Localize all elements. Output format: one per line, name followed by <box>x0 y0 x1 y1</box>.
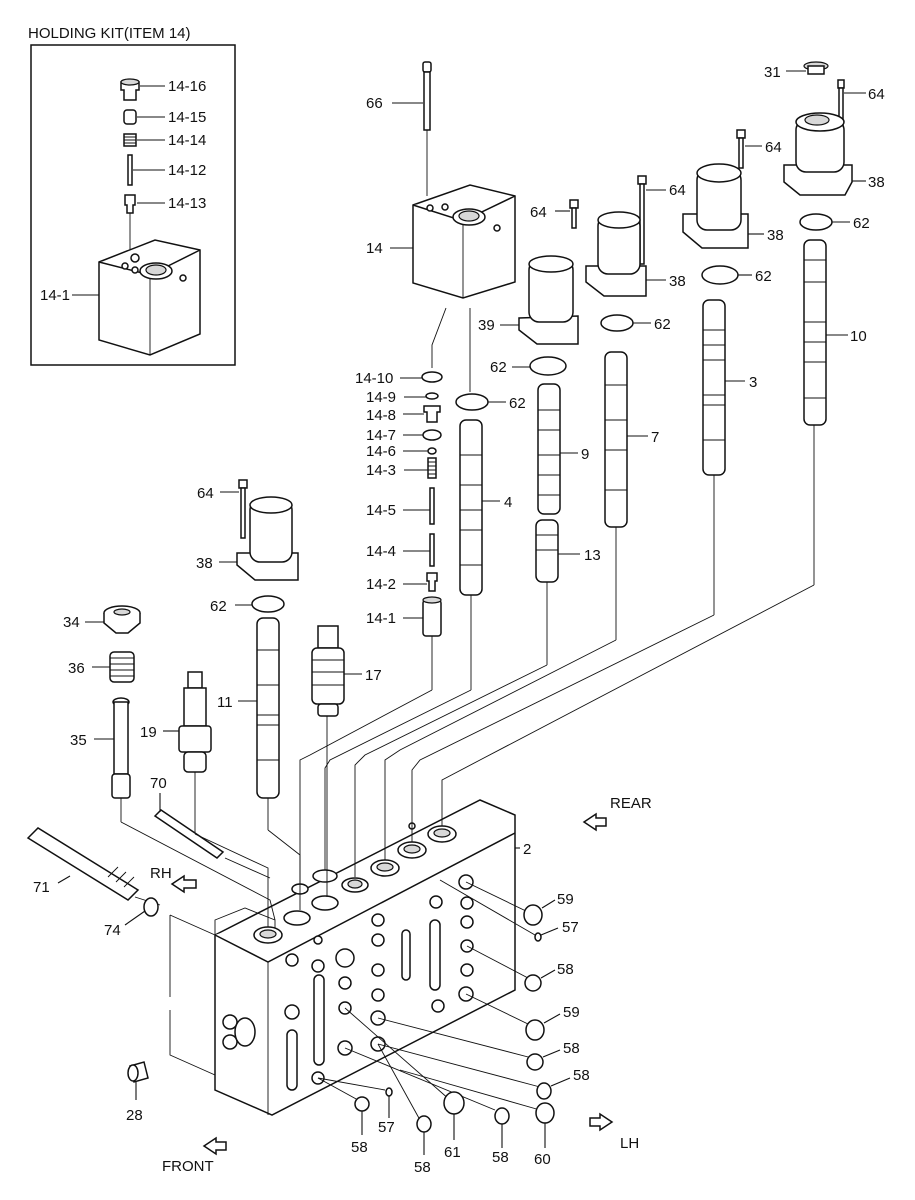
kit-label-14-1: 14-1 <box>40 287 70 304</box>
spool-11 <box>238 617 280 830</box>
callout-14-9: 14-9 <box>366 389 396 406</box>
spool-4 <box>459 419 500 690</box>
callout-19: 19 <box>140 724 157 741</box>
callout-64: 64 <box>868 86 885 103</box>
holding-kit-title: HOLDING KIT(ITEM 14) <box>28 25 191 42</box>
callout-4: 4 <box>504 494 512 511</box>
callout-62: 62 <box>654 316 671 333</box>
callout-60: 60 <box>534 1151 551 1168</box>
solenoid-cap-38-b <box>682 129 764 249</box>
callout-58: 58 <box>492 1149 509 1166</box>
rear-label: REAR <box>610 795 652 812</box>
front-arrow-icon <box>202 1136 227 1156</box>
callout-62: 62 <box>490 359 507 376</box>
callout-labels: 66 31 64 64 64 64 38 38 38 62 14 39 62 6… <box>33 64 885 1176</box>
callout-14-2: 14-2 <box>366 576 396 593</box>
valve-body <box>169 799 520 1116</box>
callout-14-6: 14-6 <box>366 443 396 460</box>
callout-64: 64 <box>530 204 547 221</box>
kit-label-14-14: 14-14 <box>168 132 206 149</box>
direction-arrows <box>170 812 614 1156</box>
callout-66: 66 <box>366 95 383 112</box>
left-parts <box>26 605 362 1100</box>
callout-39: 39 <box>478 317 495 334</box>
callout-64: 64 <box>669 182 686 199</box>
kit-label-14-15: 14-15 <box>168 109 206 126</box>
callout-13: 13 <box>584 547 601 564</box>
callout-9: 9 <box>581 446 589 463</box>
callout-14-3: 14-3 <box>366 462 396 479</box>
callout-58: 58 <box>573 1067 590 1084</box>
solenoid-cap-38-left <box>219 479 299 581</box>
callout-31: 31 <box>764 64 781 81</box>
callout-62: 62 <box>509 395 526 412</box>
front-label: FRONT <box>162 1158 214 1175</box>
side-plugs <box>317 879 571 1155</box>
rh-arrow-icon <box>170 874 197 894</box>
callout-28: 28 <box>126 1107 143 1124</box>
callout-2: 2 <box>523 841 531 858</box>
assembly-leaders <box>120 584 815 927</box>
callout-14-8: 14-8 <box>366 407 396 424</box>
direction-labels: REAR RH LH FRONT <box>150 795 652 1175</box>
kit-label-14-16: 14-16 <box>168 78 206 95</box>
rh-label: RH <box>150 865 172 882</box>
solenoid-cap-39 <box>500 199 579 345</box>
callout-70: 70 <box>150 775 167 792</box>
kit-label-14-12: 14-12 <box>168 162 206 179</box>
callout-14-5: 14-5 <box>366 502 396 519</box>
callout-36: 36 <box>68 660 85 677</box>
callout-34: 34 <box>63 614 80 631</box>
callout-14-4: 14-4 <box>366 543 396 560</box>
callout-59: 59 <box>563 1004 580 1021</box>
spool-13 <box>535 519 580 665</box>
callout-7: 7 <box>651 429 659 446</box>
spool-10 <box>803 239 848 585</box>
callout-62: 62 <box>853 215 870 232</box>
lh-arrow-icon <box>589 1112 614 1132</box>
callout-17: 17 <box>365 667 382 684</box>
callout-62: 62 <box>210 598 227 615</box>
callout-38: 38 <box>669 273 686 290</box>
callout-59: 59 <box>557 891 574 908</box>
callout-38: 38 <box>196 555 213 572</box>
solenoid-cap-38-c <box>585 175 666 297</box>
callout-61: 61 <box>444 1144 461 1161</box>
callout-57: 57 <box>378 1119 395 1136</box>
callout-71: 71 <box>33 879 50 896</box>
callout-14: 14 <box>366 240 383 257</box>
callout-14-7: 14-7 <box>366 427 396 444</box>
callout-64: 64 <box>197 485 214 502</box>
callout-38: 38 <box>868 174 885 191</box>
callout-3: 3 <box>749 374 757 391</box>
callout-74: 74 <box>104 922 121 939</box>
callout-38: 38 <box>767 227 784 244</box>
o-rings <box>235 213 850 613</box>
callout-10: 10 <box>850 328 867 345</box>
callout-14-1: 14-1 <box>366 610 396 627</box>
kit-label-14-13: 14-13 <box>168 195 206 212</box>
callout-64: 64 <box>765 139 782 156</box>
callout-58: 58 <box>414 1159 431 1176</box>
rear-arrow-icon <box>582 812 607 832</box>
spool-9 <box>537 383 578 515</box>
callout-57: 57 <box>562 919 579 936</box>
callout-35: 35 <box>70 732 87 749</box>
callout-58: 58 <box>563 1040 580 1057</box>
callout-58: 58 <box>351 1139 368 1156</box>
callout-14-10: 14-10 <box>355 370 393 387</box>
callout-62: 62 <box>755 268 772 285</box>
callout-58: 58 <box>557 961 574 978</box>
solenoid-cap-31-38 <box>783 61 866 196</box>
lh-label: LH <box>620 1135 639 1152</box>
part-14-holding-block <box>390 61 516 299</box>
callout-11: 11 <box>217 694 233 711</box>
holding-valve-stack <box>400 307 471 690</box>
spool-7 <box>604 351 648 640</box>
holding-kit-inset: HOLDING KIT(ITEM 14) 14-16 14-15 14-14 <box>28 25 236 366</box>
spool-3 <box>702 299 745 615</box>
